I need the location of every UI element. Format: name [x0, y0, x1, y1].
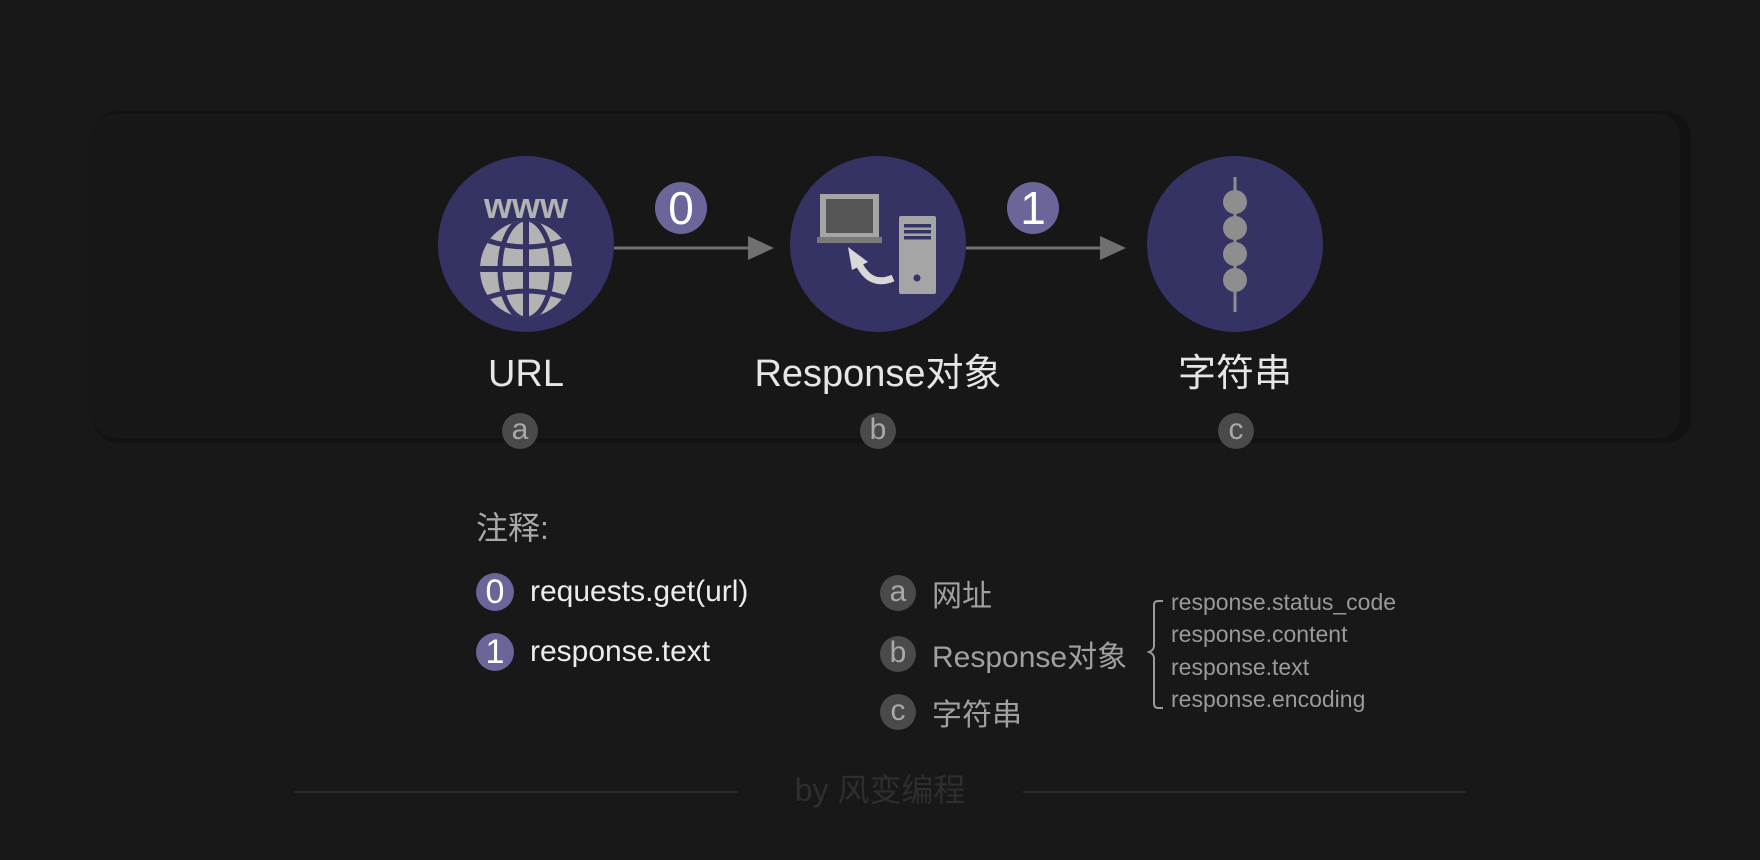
letter-badge-b: b: [860, 413, 896, 449]
node-label-string: 字符串: [1177, 353, 1292, 395]
step-badge-1: 1: [1007, 182, 1059, 234]
legend-step-badge-0: 0: [476, 573, 514, 611]
arrow-right-icon: [614, 236, 774, 260]
legend-letter-item: b Response对象: [880, 634, 1127, 674]
node-string: [1147, 156, 1323, 332]
legend-title: 注释:: [476, 510, 549, 546]
response-attribute: response.encoding: [1171, 686, 1366, 712]
node-label-response: Response对象: [754, 353, 1002, 395]
legend-step-badge-1: 1: [476, 633, 514, 671]
footer-divider-left: [294, 791, 738, 793]
legend-letter-badge-a: a: [880, 575, 916, 611]
legend-letter-text: Response对象: [932, 641, 1128, 674]
legend-letter-text: 网址: [932, 580, 992, 613]
legend-letter-badge-c: c: [880, 694, 916, 730]
footer-divider-right: [1023, 791, 1466, 793]
response-attribute: response.content: [1171, 621, 1348, 647]
computer-server-response-icon: [817, 194, 936, 294]
step-badge-0: 0: [655, 182, 707, 234]
response-attribute: response.text: [1171, 654, 1310, 680]
legend-letter-badge-b: b: [880, 636, 916, 672]
globe-www-icon: www: [480, 185, 572, 317]
node-url: www: [438, 156, 614, 332]
svg-text:www: www: [483, 185, 569, 226]
node-label-url: URL: [487, 353, 565, 395]
legend-step-text: response.text: [530, 635, 711, 668]
curly-brace-icon: [1146, 600, 1163, 709]
arrow-right-icon: [966, 236, 1126, 260]
node-response: [790, 156, 966, 332]
legend-step-item: 1 response.text: [476, 632, 710, 672]
legend-letter-text: 字符串: [932, 699, 1022, 732]
legend-step-text: requests.get(url): [530, 575, 749, 608]
response-attribute: response.status_code: [1171, 589, 1397, 615]
footer-credit: by 风变编程: [794, 772, 966, 808]
legend-step-item: 0 requests.get(url): [476, 572, 748, 612]
string-beads-icon: [1223, 177, 1247, 312]
letter-badge-a: a: [502, 413, 538, 449]
legend-letter-item: c 字符串: [880, 692, 1022, 732]
legend-letter-item: a 网址: [880, 573, 992, 613]
letter-badge-c: c: [1218, 413, 1254, 449]
